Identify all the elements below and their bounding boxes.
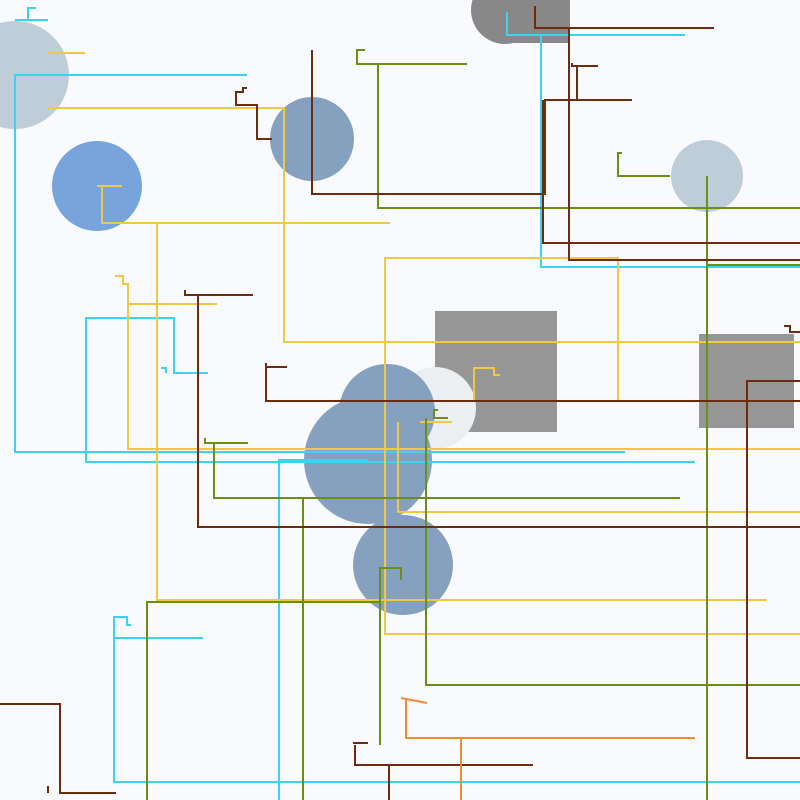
cyan-line [14, 74, 625, 453]
brown-line [311, 50, 632, 195]
brown-line [197, 295, 800, 528]
yellow-line [156, 223, 767, 601]
brown-line [571, 63, 598, 67]
yellow-line [384, 257, 800, 635]
orange-line [400, 697, 428, 704]
orange-line [405, 699, 695, 739]
olive-line [204, 438, 248, 444]
rect-grey-top [505, 0, 570, 43]
cyan-line [278, 459, 368, 800]
brown-line [0, 703, 116, 794]
brown-line [354, 745, 533, 766]
olive-line [377, 64, 800, 209]
brown-line [184, 290, 253, 296]
brown-line [784, 325, 800, 333]
yellow-line [397, 422, 800, 513]
olive-lines [146, 49, 800, 800]
cyan-line [27, 7, 36, 20]
olive-line [379, 567, 402, 745]
cyan-line [113, 616, 800, 783]
olive-line [146, 601, 380, 800]
yellow-line [101, 186, 390, 224]
brown-line [265, 363, 800, 402]
orange-lines [400, 697, 695, 800]
brown-lines [0, 6, 800, 800]
brown-line [746, 380, 800, 759]
olive-line [617, 152, 670, 177]
brown-line [534, 6, 714, 29]
yellow-line [473, 367, 500, 400]
yellow-line [48, 107, 800, 343]
cyan-line [540, 35, 800, 268]
cyan-lines [14, 7, 800, 800]
olive-line [356, 49, 467, 65]
brown-line [542, 100, 800, 244]
circle-slate-low [353, 515, 453, 615]
yellow-lines [48, 52, 800, 635]
brown-line [235, 87, 272, 140]
yellow-line [115, 275, 800, 450]
olive-line [213, 443, 680, 499]
brown-line [568, 28, 800, 261]
olive-line [433, 409, 448, 419]
cyan-line [85, 317, 695, 463]
olive-line [425, 418, 800, 686]
cyan-line [506, 12, 685, 36]
cyan-line [161, 367, 167, 373]
